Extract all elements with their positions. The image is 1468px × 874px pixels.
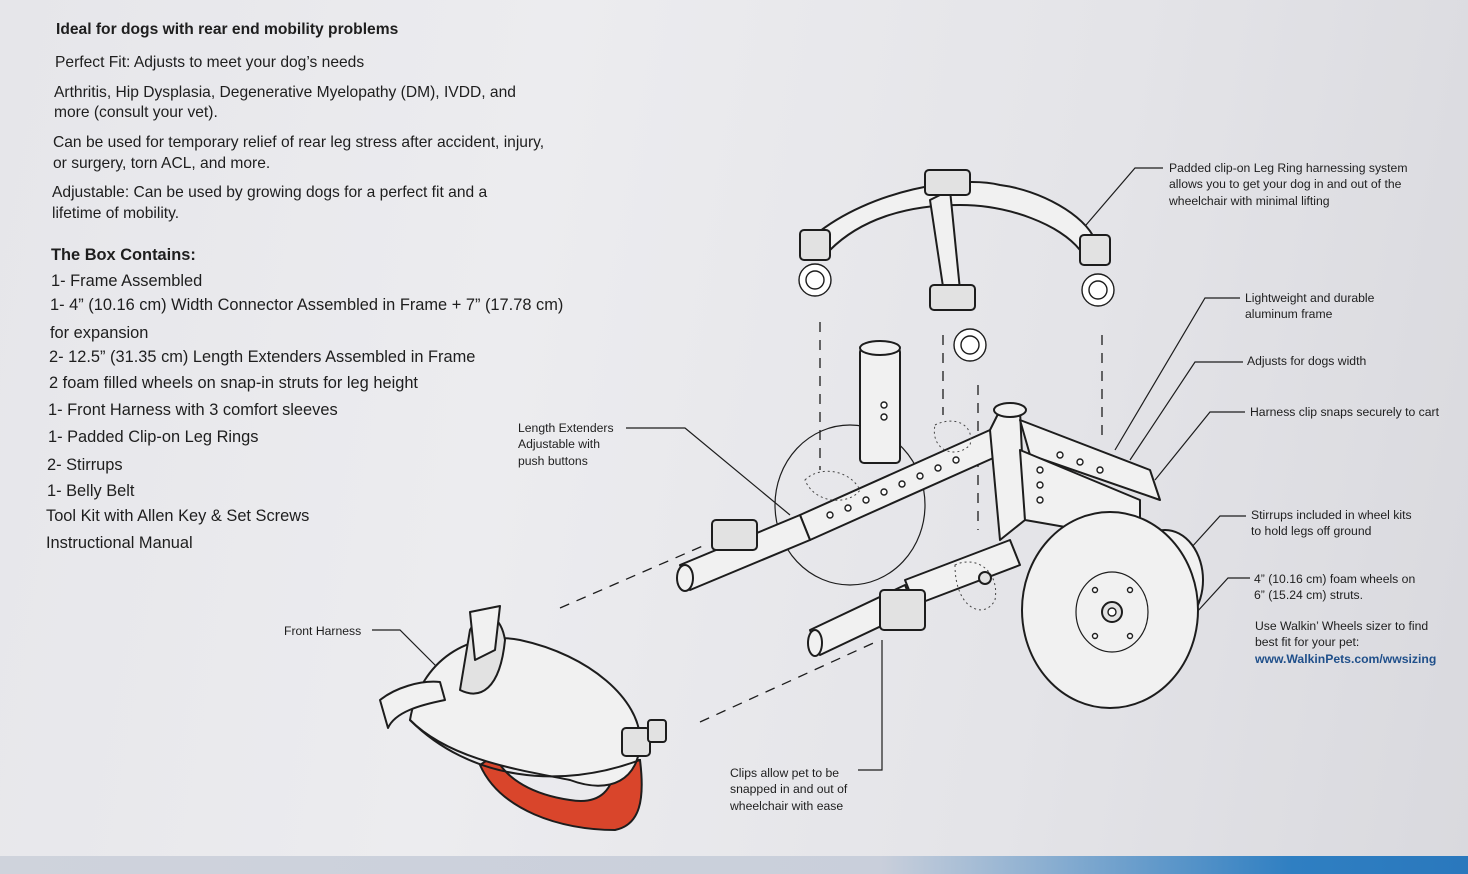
callout-front-harness: Front Harness: [284, 624, 362, 638]
box-item: 2 foam filled wheels on snap-in struts f…: [49, 374, 418, 392]
intro-adjustable-line1: Adjustable: Can be used by growing dogs …: [52, 184, 488, 201]
intro-adjustable-line2: lifetime of mobility.: [52, 205, 180, 222]
sizer-url-link[interactable]: www.WalkinPets.com/wwsizing: [1255, 651, 1437, 666]
box-item: 2- Stirrups: [47, 456, 123, 474]
intro-heading: Ideal for dogs with rear end mobility pr…: [56, 21, 399, 38]
box-item: Instructional Manual: [46, 534, 193, 552]
box-item: 1- Frame Assembled: [51, 272, 203, 290]
box-item: Tool Kit with Allen Key & Set Screws: [46, 507, 310, 525]
intro-relief-line2: or surgery, torn ACL, and more.: [53, 155, 271, 172]
callout-harness-clip: Harness clip snaps securely to cart: [1250, 405, 1439, 419]
assembly-dashes: [559, 322, 1103, 723]
box-item: 2- 12.5” (31.35 cm) Length Extenders Ass…: [49, 348, 476, 366]
leg-ring-harness: [798, 169, 1115, 362]
bottom-accent-band: [0, 856, 1468, 874]
intro-relief-line1: Can be used for temporary relief of rear…: [53, 134, 545, 151]
callout-width: Adjusts for dogs width: [1247, 354, 1367, 368]
callout-leaders: [372, 167, 1250, 771]
foam-wheel: [1021, 511, 1204, 709]
intro-conditions-line1: Arthritis, Hip Dysplasia, Degenerative M…: [54, 84, 516, 101]
box-heading: The Box Contains:: [51, 246, 196, 264]
box-item: 1- 4” (10.16 cm) Width Connector Assembl…: [50, 296, 564, 314]
callout-leg-ring: Padded clip-on Leg Ring harnessing syste…: [1169, 161, 1408, 208]
box-item: for expansion: [50, 324, 149, 342]
intro-conditions-line2: more (consult your vet).: [54, 104, 218, 121]
front-harness: [379, 605, 667, 832]
intro-perfect-fit: Perfect Fit: Adjusts to meet your dog’s …: [55, 54, 365, 71]
box-item: 1- Belly Belt: [47, 482, 135, 500]
box-item: 1- Front Harness with 3 comfort sleeves: [48, 401, 338, 419]
box-item: 1- Padded Clip-on Leg Rings: [48, 428, 259, 446]
